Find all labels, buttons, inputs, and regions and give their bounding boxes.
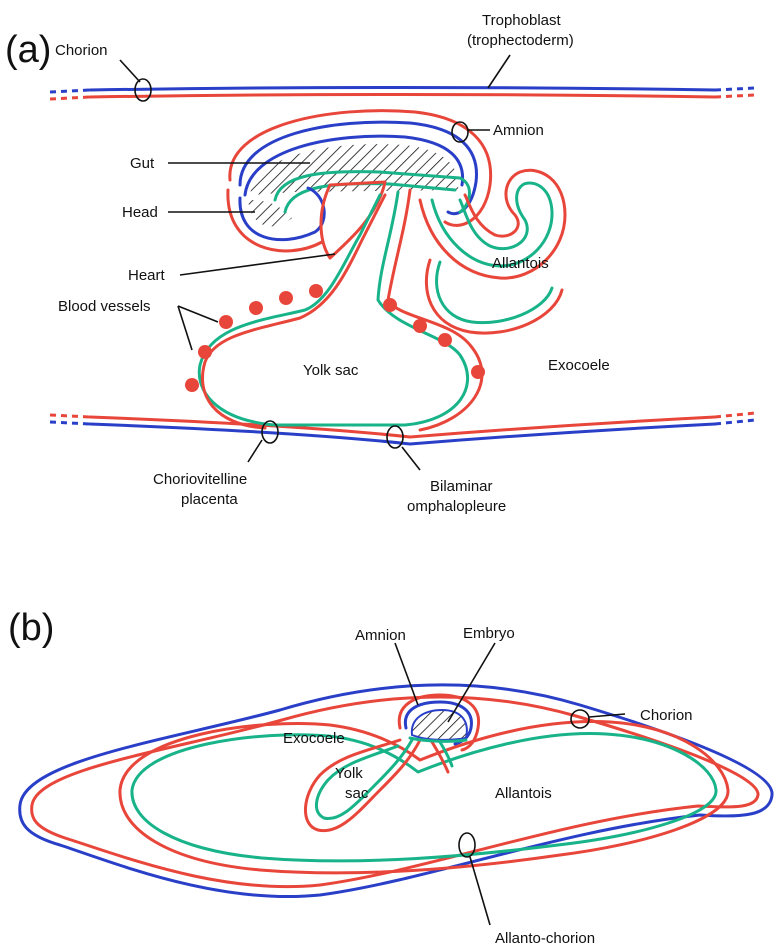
label-amnion-b: Amnion bbox=[355, 627, 406, 644]
yolk-sac-b bbox=[305, 740, 452, 831]
label-amnion-a: Amnion bbox=[493, 122, 544, 139]
panel-a-tag: (a) bbox=[5, 29, 51, 71]
label-allantois-b: Allantois bbox=[495, 785, 552, 802]
label-allanto-chorion: Allanto-chorion bbox=[495, 930, 595, 947]
label-choriovitelline-line1: Choriovitelline bbox=[153, 471, 247, 488]
label-yolk-line2: sac bbox=[345, 785, 369, 802]
label-exocoele-b: Exocoele bbox=[283, 730, 345, 747]
label-trophoblast-line1: Trophoblast bbox=[482, 12, 561, 29]
label-gut: Gut bbox=[130, 155, 155, 172]
label-choriovitelline-line2: placenta bbox=[181, 491, 238, 508]
panel-b-tag: (b) bbox=[8, 607, 54, 649]
allantois-a bbox=[420, 170, 565, 333]
label-bilaminar-line2: omphalopleure bbox=[407, 498, 506, 515]
label-heart: Heart bbox=[128, 267, 166, 284]
panel-a: (a) bbox=[5, 12, 755, 515]
label-bilaminar-line1: Bilaminar bbox=[430, 478, 493, 495]
label-chorion-b: Chorion bbox=[640, 707, 693, 724]
label-blood-vessels: Blood vessels bbox=[58, 298, 151, 315]
label-exocoele-a: Exocoele bbox=[548, 357, 610, 374]
label-trophoblast-line2: (trophectoderm) bbox=[467, 32, 574, 49]
panel-b: (b) bbox=[8, 607, 772, 947]
label-allantois-a: Allantois bbox=[492, 255, 549, 272]
label-embryo: Embryo bbox=[463, 625, 515, 642]
top-chorion-membrane bbox=[50, 88, 755, 100]
label-yolk-sac-a: Yolk sac bbox=[303, 362, 359, 379]
allantois-b bbox=[120, 722, 728, 873]
label-yolk-line1: Yolk bbox=[335, 765, 363, 782]
label-chorion-a: Chorion bbox=[55, 42, 108, 59]
yolk-sac-a bbox=[185, 190, 485, 430]
label-head: Head bbox=[122, 204, 158, 221]
